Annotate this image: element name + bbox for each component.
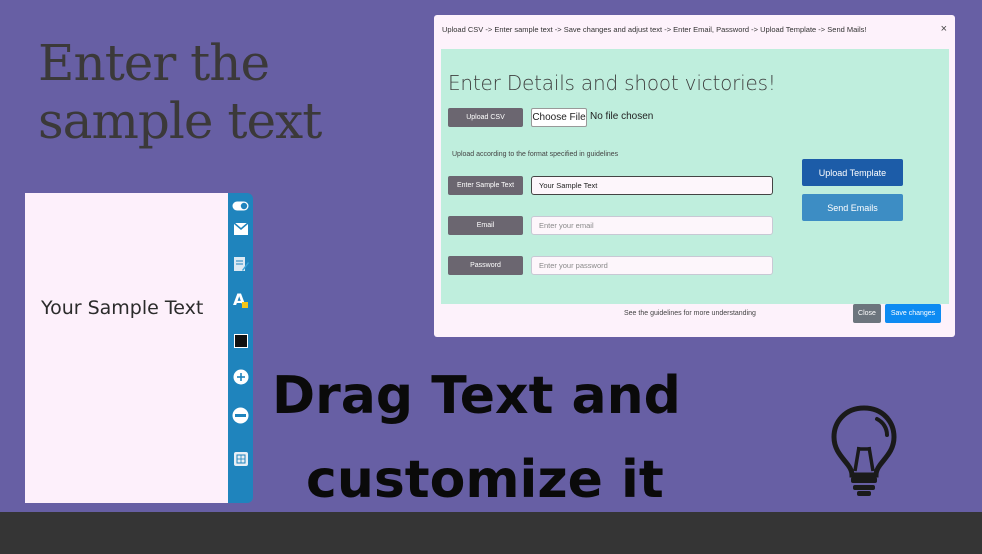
headline-line-1: Enter the: [38, 34, 270, 92]
email-label: Email: [448, 216, 523, 235]
file-status: No file chosen: [590, 111, 654, 122]
lightbulb-icon: [829, 405, 899, 497]
caption: Drag Text and customize it: [272, 354, 681, 522]
choose-file-button[interactable]: Choose File: [531, 108, 587, 127]
password-field[interactable]: [531, 256, 773, 275]
sample-text-label: Enter Sample Text: [448, 176, 523, 195]
upload-csv-button[interactable]: Upload CSV: [448, 108, 523, 127]
upload-template-button[interactable]: Upload Template: [802, 159, 903, 186]
upload-hint: Upload according to the format specified…: [452, 151, 619, 158]
send-emails-button[interactable]: Send Emails: [802, 194, 903, 221]
mail-icon[interactable]: [232, 220, 249, 237]
password-label: Password: [448, 256, 523, 275]
headline-line-2: sample text: [38, 92, 322, 150]
preview-canvas[interactable]: Your Sample Text: [25, 193, 228, 503]
save-changes-button[interactable]: Save changes: [885, 304, 941, 323]
font-color-icon[interactable]: A: [232, 290, 249, 309]
caption-line-1: Drag Text and: [272, 366, 681, 426]
modal-body: Enter Details and shoot victories! Uploa…: [441, 49, 949, 304]
caption-line-2: customize it: [306, 450, 664, 510]
color-swatch-icon[interactable]: [232, 332, 249, 349]
close-icon[interactable]: ×: [940, 23, 947, 35]
preview-sample-text[interactable]: Your Sample Text: [41, 297, 204, 319]
sample-text-input[interactable]: [531, 176, 773, 195]
editor-toolbar: A: [228, 193, 253, 503]
email-field[interactable]: [531, 216, 773, 235]
close-button[interactable]: Close: [853, 304, 881, 323]
bottom-bar: [0, 512, 982, 554]
zoom-in-icon[interactable]: [232, 368, 249, 385]
headline: Enter the sample text: [38, 34, 322, 150]
zoom-out-icon[interactable]: [232, 407, 249, 424]
footer-hint: See the guidelines for more understandin…: [624, 310, 756, 317]
modal-heading: Enter Details and shoot victories!: [448, 71, 776, 95]
edit-icon[interactable]: [232, 255, 249, 272]
toggle-icon[interactable]: [232, 197, 249, 214]
calendar-icon[interactable]: [232, 450, 249, 467]
modal-title: Upload CSV -> Enter sample text -> Save …: [442, 25, 867, 34]
details-modal: Upload CSV -> Enter sample text -> Save …: [434, 15, 955, 337]
